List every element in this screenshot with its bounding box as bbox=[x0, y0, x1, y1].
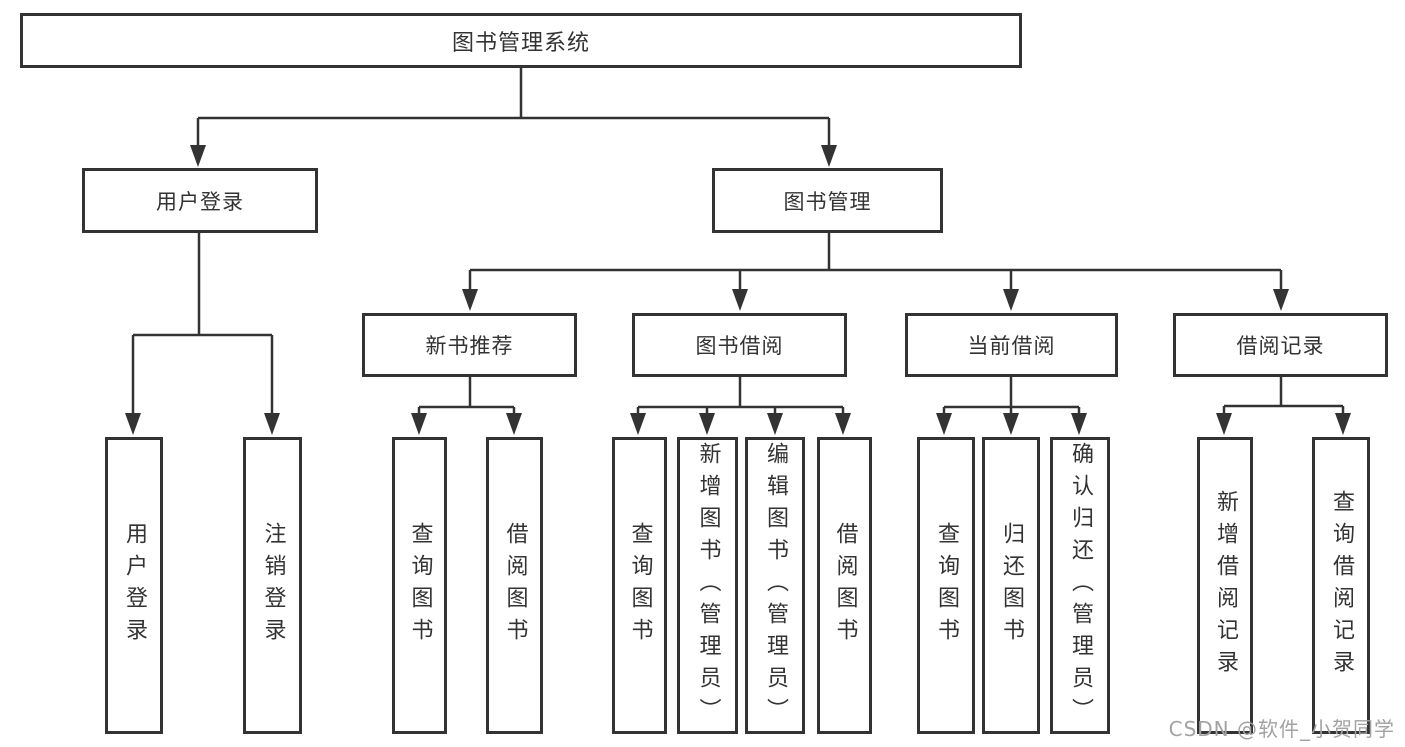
leaf-add-books-admin-label: 新增图书（管理员） bbox=[695, 441, 721, 730]
leaf-borrow-books-1-label: 借阅图书 bbox=[502, 521, 528, 650]
csdn-watermark: CSDN @软件_小贺同学 bbox=[1168, 717, 1395, 741]
leaf-edit-books-admin-label: 编辑图书（管理员） bbox=[763, 441, 788, 730]
node-book-borrowing-label: 图书借阅 bbox=[695, 334, 784, 358]
leaf-logout: 注销登录 bbox=[243, 437, 302, 734]
node-book-management: 图书管理 bbox=[712, 168, 943, 233]
node-book-borrowing: 图书借阅 bbox=[632, 313, 847, 377]
leaf-query-books-3-label: 查询图书 bbox=[934, 521, 959, 650]
leaf-borrow-books-2: 借阅图书 bbox=[817, 437, 872, 734]
leaf-query-books-3: 查询图书 bbox=[917, 437, 975, 734]
node-borrowing-records-label: 借阅记录 bbox=[1236, 334, 1325, 358]
leaf-query-books-2-label: 查询图书 bbox=[627, 521, 653, 650]
node-user-login-label: 用户登录 bbox=[156, 189, 244, 214]
leaf-confirm-return-admin: 确认归还（管理员） bbox=[1050, 437, 1110, 734]
leaf-query-books-1: 查询图书 bbox=[392, 437, 447, 734]
leaf-query-books-1-label: 查询图书 bbox=[407, 521, 433, 650]
leaf-user-login-label: 用户登录 bbox=[122, 521, 147, 650]
leaf-add-books-admin: 新增图书（管理员） bbox=[677, 437, 738, 734]
node-root-label: 图书管理系统 bbox=[451, 30, 590, 56]
leaf-add-borrow-record: 新增借阅记录 bbox=[1197, 437, 1253, 734]
node-new-book-recommend-label: 新书推荐 bbox=[425, 334, 514, 358]
leaf-query-books-2: 查询图书 bbox=[612, 437, 667, 734]
arrowheads bbox=[125, 145, 1351, 435]
node-user-login: 用户登录 bbox=[82, 168, 318, 233]
leaf-return-books: 归还图书 bbox=[982, 437, 1040, 734]
leaf-add-borrow-record-label: 新增借阅记录 bbox=[1213, 489, 1238, 682]
leaf-return-books-label: 归还图书 bbox=[999, 521, 1024, 650]
node-new-book-recommend: 新书推荐 bbox=[362, 313, 577, 377]
leaf-query-borrow-record-label: 查询借阅记录 bbox=[1329, 489, 1354, 682]
leaf-user-login: 用户登录 bbox=[105, 437, 163, 734]
node-current-borrowing: 当前借阅 bbox=[905, 313, 1118, 377]
leaf-confirm-return-admin-label: 确认归还（管理员） bbox=[1068, 441, 1093, 730]
leaf-query-borrow-record: 查询借阅记录 bbox=[1312, 437, 1370, 734]
node-current-borrowing-label: 当前借阅 bbox=[967, 334, 1056, 358]
node-borrowing-records: 借阅记录 bbox=[1173, 313, 1388, 377]
leaf-edit-books-admin: 编辑图书（管理员） bbox=[745, 437, 805, 734]
leaf-borrow-books-2-label: 借阅图书 bbox=[832, 521, 858, 650]
node-book-management-label: 图书管理 bbox=[783, 189, 872, 214]
leaf-logout-label: 注销登录 bbox=[260, 521, 286, 650]
node-root: 图书管理系统 bbox=[20, 13, 1022, 68]
leaf-borrow-books-1: 借阅图书 bbox=[486, 437, 543, 734]
